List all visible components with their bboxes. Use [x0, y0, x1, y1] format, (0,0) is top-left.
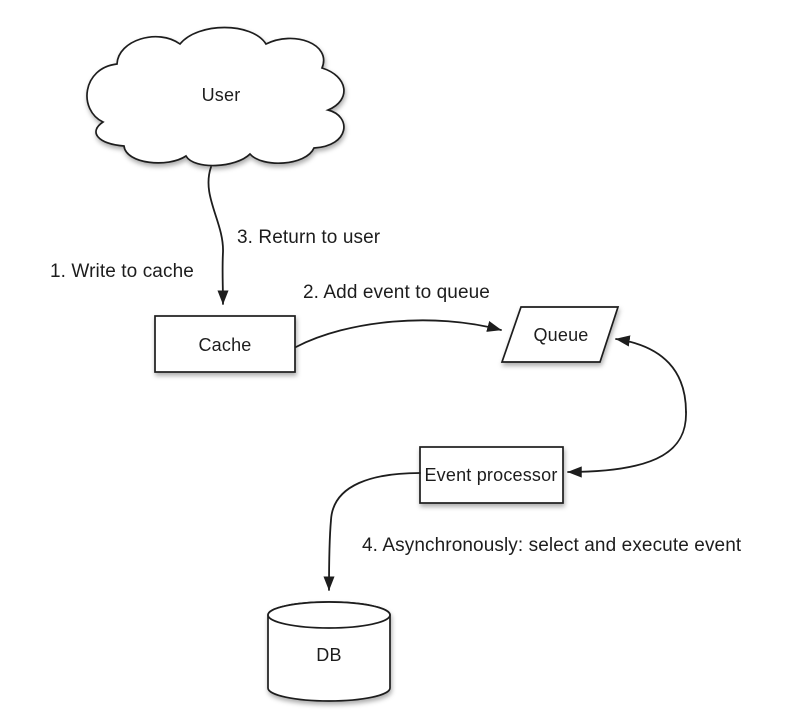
queue-parallelogram — [500, 306, 620, 363]
user-label: User — [202, 85, 241, 105]
arrow-user-to-cache — [207, 166, 229, 305]
arrow-cache-to-queue — [295, 319, 502, 348]
cache-box — [154, 315, 296, 373]
node-event-processor: Event processor — [419, 446, 564, 504]
annotation-step-4: 4. Asynchronously: select and execute ev… — [362, 535, 742, 556]
annotation-step-3: 3. Return to user — [237, 227, 381, 248]
annotation-step-1: 1. Write to cache — [50, 261, 194, 282]
queue-label: Queue — [533, 325, 588, 345]
cache-label: Cache — [198, 335, 251, 355]
double-arrow-processor-to-queue-upper — [615, 335, 687, 413]
db-label: DB — [316, 645, 341, 665]
event-processor-label: Event processor — [424, 465, 557, 485]
node-user: User — [86, 26, 345, 167]
node-cache: Cache — [154, 315, 296, 373]
db-cylinder-top — [267, 601, 391, 629]
double-arrow-queue-to-processor-lower — [567, 411, 687, 478]
event-processor-box — [419, 446, 564, 504]
arrow-processor-to-db — [323, 472, 421, 591]
user-cloud-shape — [86, 26, 345, 167]
node-db: DB — [267, 601, 391, 702]
node-queue: Queue — [500, 306, 620, 363]
annotation-step-2: 2. Add event to queue — [303, 282, 490, 303]
